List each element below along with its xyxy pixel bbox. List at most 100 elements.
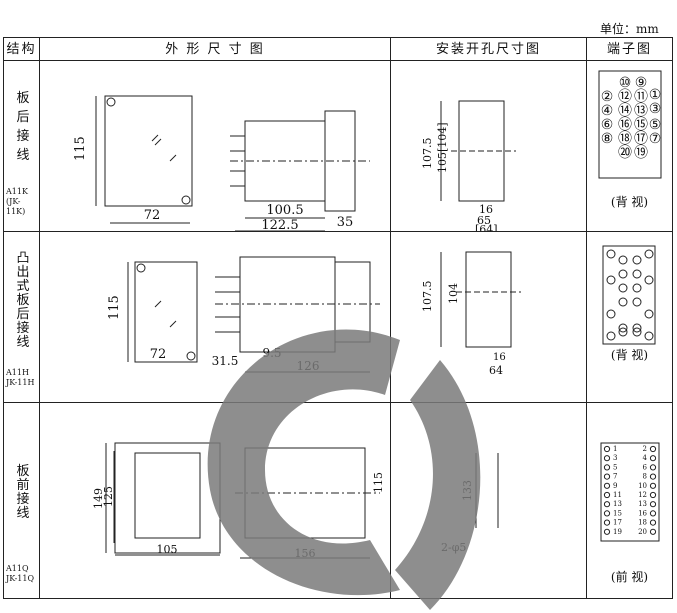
terminal-label: 12	[638, 491, 647, 499]
terminal-diagram-2	[602, 245, 656, 345]
dim-width: 105	[157, 543, 178, 556]
terminal-pin	[603, 445, 611, 453]
terminal-pin	[603, 491, 611, 499]
terminal-label: 13	[613, 500, 622, 508]
terminal-label: 3	[613, 454, 617, 462]
spec-table: 结构 外 形 尺 寸 图 安装开孔尺寸图 端子图 板后接线 A11K(JK-11…	[3, 37, 673, 599]
cutout-height-1: 107.5	[421, 138, 434, 170]
dim-depth-3: 35	[337, 215, 354, 230]
terminal-pin	[618, 255, 628, 265]
dim-height-3: 115	[372, 472, 385, 493]
dim-height-2: 125	[102, 486, 115, 507]
terminal-label: 20	[638, 528, 647, 536]
dim-depth-1: 100.5	[266, 203, 303, 218]
terminal-label: 5	[613, 463, 617, 471]
terminal-pin	[603, 473, 611, 480]
terminal-caption: (前 视)	[610, 570, 649, 584]
mounting-holes: 2-φ5	[441, 541, 466, 554]
terminal-pin	[618, 297, 628, 307]
dim-depth-2: 122.5	[261, 218, 298, 231]
terminal-label: 9	[613, 482, 617, 490]
terminal-pin	[603, 464, 611, 471]
terminal-label: 4	[643, 454, 648, 462]
terminal-label: ⑯	[618, 117, 632, 133]
mount-type: 板后接线	[16, 91, 30, 163]
terminal-pin	[618, 283, 628, 293]
terminal-pin	[649, 528, 657, 535]
terminal-pin	[644, 331, 654, 341]
terminal-pin	[632, 255, 642, 265]
dim-width: 72	[144, 208, 161, 223]
dim-depth-1: 9.5	[262, 346, 281, 360]
mount-type: 板前接线	[16, 464, 30, 521]
terminal-label: ⑫	[618, 89, 632, 105]
dim-height: 115	[73, 136, 88, 161]
header-outline: 外 形 尺 寸 图	[39, 37, 391, 61]
outline-drawing-1: 115 72 100.5 122.5 35	[73, 95, 370, 231]
terminal-label: 7	[613, 473, 617, 481]
dim-depth-2: 31.5	[212, 354, 239, 368]
terminal-label: ⑰	[634, 131, 648, 147]
cutout-width-2: 64	[489, 364, 503, 377]
terminal-pin	[649, 473, 657, 480]
terminal-label: ⑤	[649, 117, 662, 133]
row-rear-wiring: 板后接线 A11K(JK-11K) 115 72 100.5	[3, 60, 673, 232]
header-terminal: 端子图	[586, 37, 673, 61]
terminal-label: 18	[638, 519, 647, 527]
terminal-pin	[649, 482, 657, 489]
terminal-label: 6	[643, 463, 648, 471]
cutout-width-1: 16	[479, 203, 493, 216]
terminal-label: ③	[649, 101, 662, 117]
cutout-height-1: 107.5	[421, 281, 434, 313]
terminal-pin	[606, 331, 616, 341]
terminal-label: 8	[643, 473, 647, 481]
terminal-label: 13	[638, 500, 647, 508]
terminal-caption: (背 视)	[610, 195, 649, 209]
terminal-pin	[606, 275, 616, 285]
terminal-pin	[603, 501, 611, 508]
terminal-label: 15	[613, 509, 622, 517]
terminal-pin	[632, 327, 642, 337]
cutout-drawing-3: 133 2-φ5	[441, 453, 499, 554]
terminal-label: ⑳	[618, 145, 632, 161]
terminal-pin	[649, 501, 657, 508]
cutout-height-2: 104	[447, 283, 460, 304]
terminal-pin	[644, 309, 654, 319]
terminal-pin	[618, 327, 628, 337]
terminal-pin	[603, 455, 611, 462]
dim-height: 115	[107, 295, 122, 320]
dim-height-1: 149	[92, 488, 105, 509]
terminal-label: ⑥	[601, 117, 614, 133]
terminal-label: ⑧	[601, 131, 614, 147]
cutout-drawing-1: 107.5 105[104] 16 65 [64]	[421, 100, 516, 231]
terminal-label: ⑮	[634, 117, 648, 133]
terminal-label: 2	[643, 445, 647, 453]
terminal-pin	[603, 519, 611, 526]
terminal-pin	[603, 482, 611, 489]
terminal-label: ⑩	[619, 75, 632, 91]
header-row: 结构 外 形 尺 寸 图 安装开孔尺寸图 端子图	[3, 37, 673, 61]
terminal-pin	[618, 269, 628, 279]
terminal-label: ①	[649, 87, 662, 103]
cutout-width-2: 65	[477, 214, 491, 227]
terminal-label: ⑱	[618, 131, 632, 147]
terminal-pin	[644, 275, 654, 285]
terminal-pin	[649, 510, 657, 517]
outline-drawing-2: 115 72 9.5 31.5 126	[107, 256, 380, 373]
terminal-pin	[606, 249, 616, 259]
cutout-height-2: 105[104]	[436, 122, 449, 173]
terminal-label: ②	[601, 89, 614, 105]
terminal-pin	[632, 283, 642, 293]
unit-label: 单位：mm	[600, 22, 659, 36]
terminal-pin	[603, 510, 611, 517]
dim-width: 72	[150, 347, 167, 362]
header-cutout: 安装开孔尺寸图	[390, 37, 587, 61]
terminal-label: 19	[613, 528, 622, 536]
terminal-label: 10	[638, 482, 647, 490]
terminal-pin	[649, 455, 657, 462]
